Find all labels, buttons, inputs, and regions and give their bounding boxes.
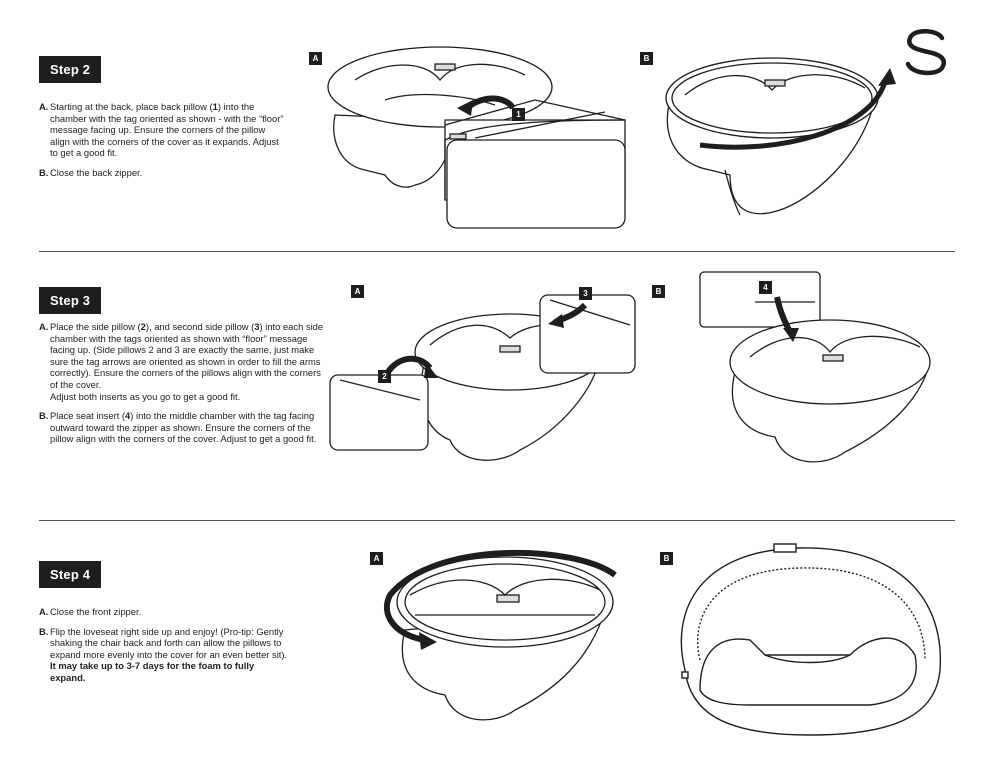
- brand-s-logo: [905, 29, 946, 76]
- divider-2: [39, 520, 955, 521]
- step-4a-curved-arrow-icon: [383, 549, 617, 643]
- step-2-illustration-b: [665, 57, 896, 216]
- step-2-item-b: B.Close the back zipper.: [39, 166, 143, 178]
- step-3-item-b: B.Place seat insert (4) into the middle …: [39, 410, 317, 445]
- step-4-illustration-b: [680, 543, 942, 736]
- step-4-illustration-a: [383, 549, 617, 721]
- pillow-4-label: 4: [759, 281, 772, 294]
- pillow-1-label: 1: [512, 108, 525, 121]
- step-2-badge: Step 2: [39, 56, 102, 83]
- step-2-instructions: A.Starting at the back, place back pillo…: [39, 101, 284, 187]
- step-3-instructions: A.Place the side pillow (2), and second …: [39, 321, 324, 453]
- step-3-item-a: A.Place the side pillow (2), and second …: [39, 321, 324, 402]
- step-4-item-b: B.Flip the loveseat right side up and en…: [39, 625, 288, 683]
- step-2-panel-a-label: A: [309, 52, 322, 65]
- step-2b-curved-arrow-icon: [699, 81, 888, 150]
- step-3-panel-b-label: B: [652, 285, 665, 298]
- step-3-illustration-a: [329, 294, 636, 461]
- step-2-panel-b-label: B: [640, 52, 653, 65]
- step-4-item-a: A.Close the front zipper.: [39, 606, 142, 617]
- step-4-instructions: A.Close the front zipper. B.Flip the lov…: [39, 606, 289, 692]
- step-3-badge: Step 3: [39, 287, 102, 314]
- step-4-badge: Step 4: [39, 561, 102, 588]
- step-4-panel-b-label: B: [660, 552, 673, 565]
- divider-1: [39, 251, 955, 252]
- step-2-illustration-a: [327, 46, 626, 229]
- step-3-panel-a-label: A: [351, 285, 364, 298]
- step-4-panel-a-label: A: [370, 552, 383, 565]
- step-3-illustration-b: [699, 271, 931, 463]
- pillow-2-label: 2: [378, 370, 391, 383]
- pillow-3-label: 3: [579, 287, 592, 300]
- step-2-item-a: A.Starting at the back, place back pillo…: [39, 101, 284, 159]
